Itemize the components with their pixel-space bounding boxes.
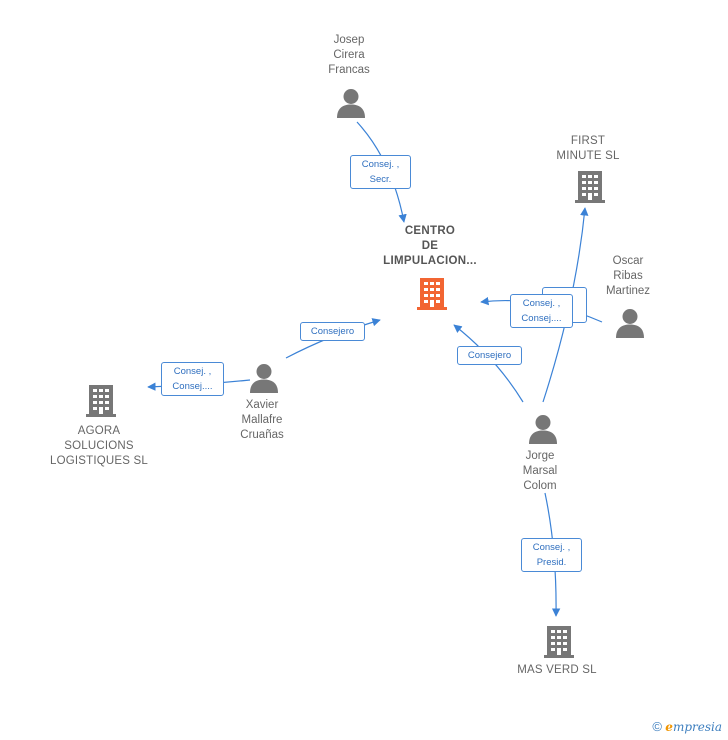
label-line: FIRST (570, 135, 606, 147)
edge-label-line: Consej.... (521, 313, 562, 324)
label-line: Francas (328, 64, 370, 76)
person-icon[interactable] (250, 364, 278, 393)
copyright-symbol: © (652, 719, 662, 734)
person-icon[interactable] (529, 415, 557, 444)
edge-label-line: Consejero (310, 326, 355, 337)
building-icon[interactable] (417, 278, 447, 310)
label-line: Ribas (613, 270, 643, 282)
edge-label-xavier-center[interactable]: Consejero (300, 322, 365, 341)
edge-label-line: Consej. , (361, 159, 400, 170)
label-line: Martinez (605, 285, 651, 297)
label-line: LOGISTIQUES SL (49, 455, 149, 467)
person-label-xavier[interactable]: Xavier Mallafre Cruañas (212, 398, 312, 443)
building-icon[interactable] (544, 626, 574, 658)
label-line: Josep (333, 34, 365, 46)
edge-label-line: Consejero (467, 350, 512, 361)
building-icon[interactable] (575, 171, 605, 203)
label-line: SOLUCIONS (64, 440, 134, 452)
center-company-label[interactable]: CENTRO DE LIMPULACION... (360, 224, 500, 269)
company-label-agora[interactable]: AGORA SOLUCIONS LOGISTIQUES SL (34, 424, 164, 469)
edge-label-line: Consej. , (173, 366, 212, 377)
label-line: MAS VERD SL (517, 664, 597, 676)
label-line: Cruañas (240, 429, 284, 441)
brand-watermark: © empresia (652, 719, 722, 734)
edge-label-line: Consej. , (532, 542, 571, 553)
edge-label-line: Consej. , (522, 298, 561, 309)
edge-label-jorge-center[interactable]: Consejero (457, 346, 522, 365)
person-icon[interactable] (337, 89, 365, 118)
label-line: CENTRO (404, 225, 456, 237)
label-line: Cirera (333, 49, 365, 61)
label-line: Mallafre (241, 414, 283, 426)
company-label-mas-verd[interactable]: MAS VERD SL (497, 663, 617, 678)
label-line: DE (421, 240, 439, 252)
edge-label-line: Consej.... (172, 381, 213, 392)
brand-logo-initial: e (665, 720, 673, 734)
label-line: Colom (523, 480, 557, 492)
edge-label-jorge-mas-verd[interactable]: Consej. , Presid. (521, 538, 582, 572)
person-icon[interactable] (616, 309, 644, 338)
person-label-jorge[interactable]: Jorge Marsal Colom (490, 449, 590, 494)
edge-label-josep-center[interactable]: Consej. , Secr. (350, 155, 411, 189)
person-label-oscar[interactable]: Oscar Ribas Martinez (578, 254, 678, 299)
brand-logo-text: mpresia (672, 720, 722, 734)
edge-label-oscar-center[interactable]: Consej. , Consej.... (510, 294, 573, 328)
building-icon[interactable] (86, 385, 116, 417)
edge-label-line: Presid. (536, 557, 567, 568)
label-line: MINUTE SL (556, 150, 620, 162)
edge-label-xavier-agora[interactable]: Consej. , Consej.... (161, 362, 224, 396)
label-line: LIMPULACION... (383, 255, 477, 267)
label-line: Oscar (612, 255, 644, 267)
label-line: Xavier (245, 399, 279, 411)
edge-label-line: Secr. (369, 174, 392, 185)
company-label-first-minute[interactable]: FIRST MINUTE SL (538, 134, 638, 164)
person-label-josep[interactable]: Josep Cirera Francas (299, 33, 399, 78)
label-line: Jorge (525, 450, 555, 462)
label-line: AGORA (77, 425, 121, 437)
label-line: Marsal (522, 465, 558, 477)
